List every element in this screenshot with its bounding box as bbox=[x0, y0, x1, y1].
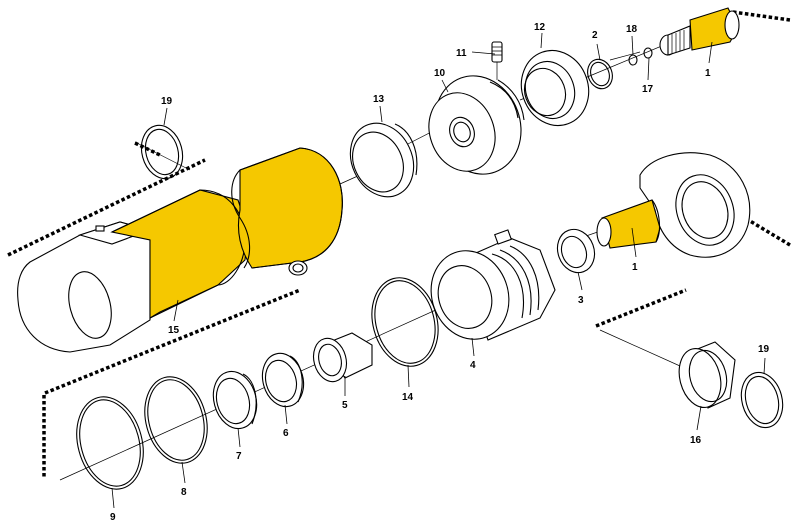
part-6-ring bbox=[261, 352, 305, 408]
leader-lines bbox=[111, 32, 766, 509]
part-18-washer bbox=[628, 54, 638, 66]
label-4: 4 bbox=[470, 360, 476, 371]
label-10: 10 bbox=[434, 68, 446, 79]
label-7: 7 bbox=[236, 451, 242, 462]
part-13-ring bbox=[349, 122, 418, 198]
part-17-washer bbox=[643, 47, 653, 59]
rod-eye bbox=[639, 152, 751, 258]
label-12: 12 bbox=[534, 22, 546, 33]
label-1-top: 1 bbox=[705, 68, 711, 79]
label-18: 18 bbox=[626, 24, 638, 35]
label-8: 8 bbox=[181, 487, 187, 498]
label-11: 11 bbox=[456, 48, 467, 59]
bushing-right-highlight bbox=[601, 199, 661, 249]
tube-highlight bbox=[110, 189, 249, 319]
label-19-left: 19 bbox=[161, 96, 173, 107]
part-19-ring-right bbox=[740, 371, 784, 429]
label-16: 16 bbox=[690, 435, 702, 446]
part-11-screw bbox=[491, 41, 503, 80]
part-19-ring-left bbox=[140, 124, 184, 180]
part-1-bushing-right bbox=[596, 199, 661, 249]
callout-labels: 1 2 18 17 12 11 10 13 19 15 1 3 4 14 5 6… bbox=[110, 22, 770, 523]
label-1-right: 1 bbox=[632, 262, 638, 273]
part-1-bushing-top bbox=[659, 7, 740, 56]
label-2: 2 bbox=[592, 30, 598, 41]
part-4-piston bbox=[430, 229, 556, 341]
part-15-cylinder-tube bbox=[17, 189, 249, 353]
part-12-nut bbox=[520, 50, 590, 126]
label-6: 6 bbox=[283, 428, 289, 439]
part-10-cylinder-head bbox=[428, 75, 525, 175]
label-3: 3 bbox=[578, 295, 584, 306]
tube-section-highlight bbox=[237, 147, 343, 269]
label-5: 5 bbox=[342, 400, 348, 411]
label-15: 15 bbox=[168, 325, 180, 336]
label-17: 17 bbox=[642, 84, 654, 95]
part-7-ring bbox=[212, 370, 258, 430]
label-19-right: 19 bbox=[758, 344, 770, 355]
part-8-o-ring bbox=[144, 376, 208, 464]
label-14: 14 bbox=[402, 392, 414, 403]
part-16-bushing bbox=[678, 341, 736, 409]
part-3-ring bbox=[556, 228, 596, 274]
part-2-o-ring bbox=[587, 58, 613, 90]
label-13: 13 bbox=[373, 94, 385, 105]
tube-section bbox=[231, 147, 343, 276]
part-5-sleeve bbox=[312, 332, 373, 383]
part-9-o-ring bbox=[76, 396, 144, 490]
label-9: 9 bbox=[110, 512, 116, 523]
part-14-o-ring bbox=[371, 277, 439, 367]
